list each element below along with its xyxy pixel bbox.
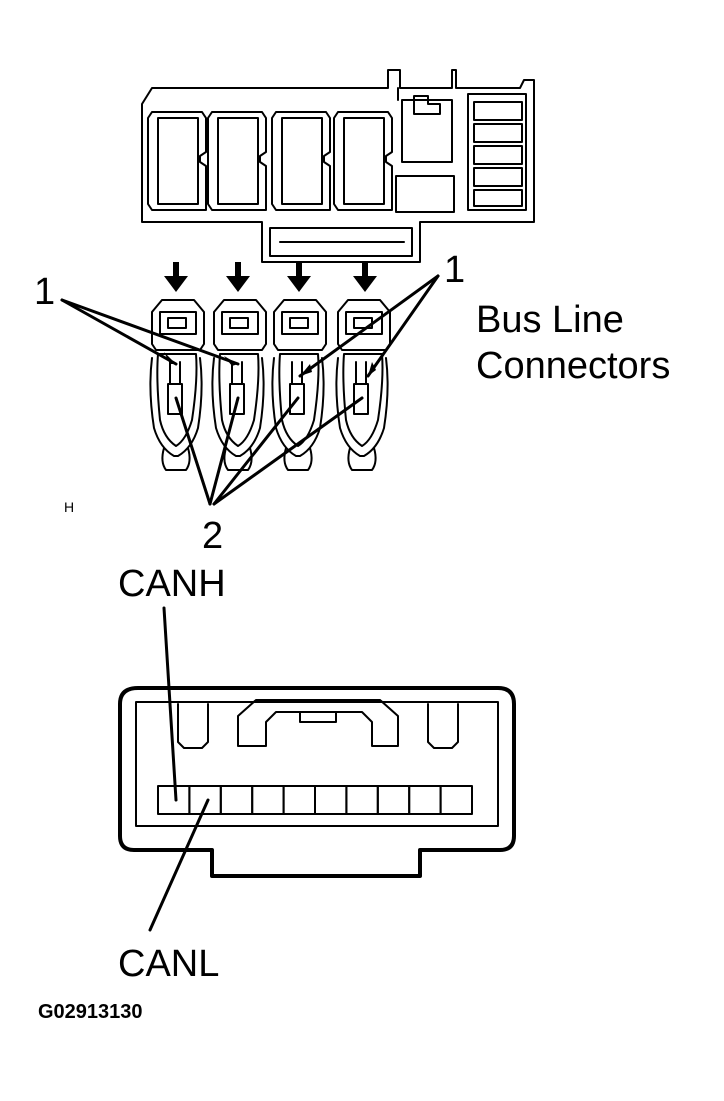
can-connector [118,686,516,878]
bus-line-terminals [149,299,391,471]
junction-cavity-3 [271,111,331,211]
terminal-2 [211,299,267,471]
small-mark: H [64,499,74,515]
connector-pin-10 [439,785,474,815]
arrow-4 [353,262,377,292]
callout-1-left-leaders [60,298,240,366]
callout-1-right: 1 [444,249,465,291]
connector-pin-3 [219,785,254,815]
bus-line-label: Bus Line [476,299,624,341]
connector-pin-1 [157,785,191,815]
junction-block [141,69,535,263]
callout-1-left: 1 [34,271,55,313]
canl-label: CANL [118,943,219,985]
junction-cavity-2 [207,111,267,211]
arrow-3 [287,262,311,292]
figure-code: G02913130 [38,1001,143,1023]
connectors-label: Connectors [476,345,670,387]
callout-1-right-leaders [298,274,440,378]
pin-row [157,785,474,815]
canl-leader [148,798,210,932]
connector-pin-6 [314,785,348,815]
arrow-2 [226,262,250,292]
junction-cavity-1 [147,111,207,211]
canh-label: CANH [118,563,226,605]
terminal-4 [335,299,391,471]
terminal-1 [149,299,205,471]
callout-2-leaders [174,396,364,506]
connector-pin-8 [376,785,411,815]
canh-leader [162,606,178,802]
callout-2: 2 [202,515,223,557]
junction-cavity-4 [333,111,393,211]
arrow-1 [164,262,188,292]
connector-pin-9 [408,785,442,815]
insertion-arrows [164,262,377,292]
connector-pin-4 [251,785,285,815]
connector-pin-7 [345,785,379,815]
connector-pin-5 [282,785,317,815]
